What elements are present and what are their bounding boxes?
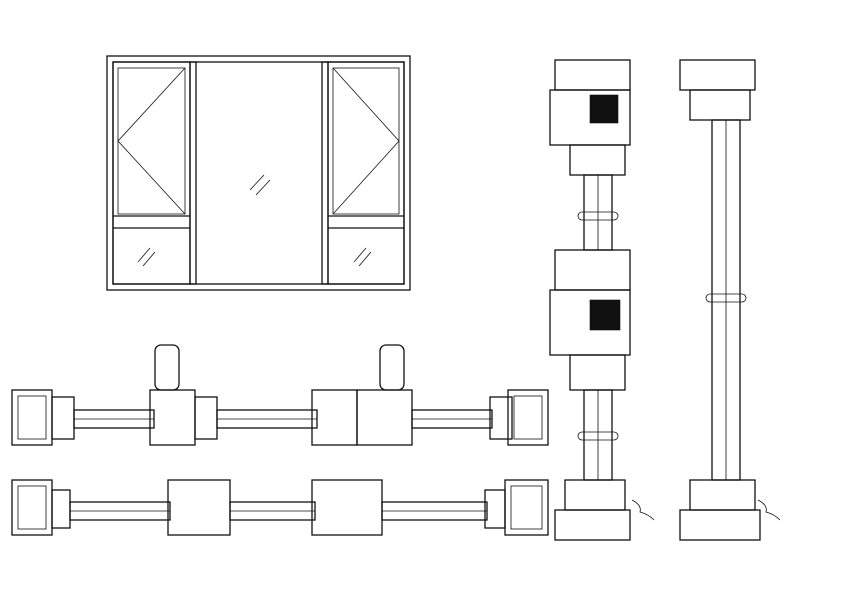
head-frame [679, 59, 756, 91]
vertical-section-casement [549, 59, 655, 541]
vertical-section-fixed [679, 59, 781, 541]
sill-frame [554, 509, 631, 541]
glass-hatch [137, 247, 151, 263]
hardware-gasket [589, 299, 621, 331]
hardware-gasket [589, 94, 619, 124]
glazing-bead [569, 144, 626, 176]
mullion-profile [311, 389, 358, 446]
mullion-profile [149, 389, 196, 446]
break-line [577, 211, 619, 221]
frame-chamber [17, 485, 47, 530]
left-casement [112, 61, 191, 285]
head-frame [554, 59, 631, 91]
frame-chamber [17, 395, 47, 440]
drainage-detail [631, 499, 655, 521]
mullion-profile [311, 479, 383, 536]
sash-profile [489, 396, 513, 440]
left-sash [112, 61, 191, 285]
mullion-profile [167, 479, 231, 536]
glass-hatch [249, 174, 265, 191]
right-casement [327, 61, 405, 285]
frame-chamber [510, 485, 543, 530]
sash-profile [51, 396, 75, 440]
frame-profile [504, 479, 549, 536]
break-line [705, 293, 747, 303]
handle [379, 344, 405, 391]
left-mullion [189, 61, 197, 285]
glass-hatch [358, 251, 372, 267]
sash-profile [194, 396, 218, 440]
glass-hatch [353, 247, 367, 263]
right-sash-glass [332, 67, 400, 215]
left-sash-glass [117, 67, 186, 215]
sash-profile [51, 489, 71, 529]
handle [154, 344, 180, 391]
sill-bead [689, 479, 756, 511]
inner-frame [112, 61, 405, 285]
fixed-center-pane [189, 61, 329, 285]
break-line [577, 431, 619, 441]
outer-frame [106, 55, 411, 291]
right-opening-indicator [332, 67, 400, 215]
right-mullion [321, 61, 329, 285]
frame-profile [507, 389, 549, 446]
glazing-bead [569, 354, 626, 391]
frame-chamber [513, 395, 543, 440]
window-elevation [106, 55, 411, 291]
glass-hatch [255, 179, 271, 196]
glazing-bead [689, 89, 751, 121]
drainage-detail [757, 499, 781, 521]
sill-frame [679, 509, 761, 541]
sash-profile [484, 489, 506, 529]
mullion-profile [356, 389, 413, 446]
left-opening-indicator [117, 67, 186, 215]
right-sash [327, 61, 405, 285]
horizontal-section-casement [11, 344, 549, 446]
sill-sash [564, 479, 626, 511]
transom-profile [554, 249, 631, 291]
horizontal-section-fixed [11, 479, 549, 536]
glass-hatch [142, 251, 156, 267]
